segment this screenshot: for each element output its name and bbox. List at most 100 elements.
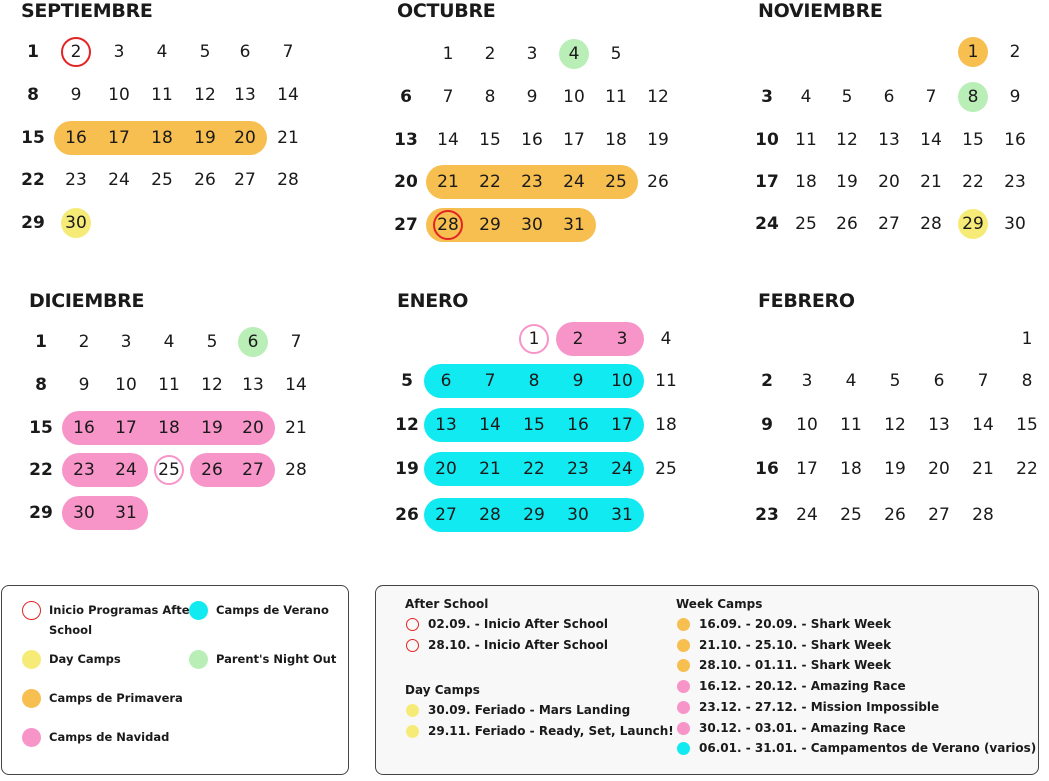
day-number: 16 (567, 415, 589, 435)
day-number: 25 (655, 459, 677, 479)
day-number: 11 (840, 415, 862, 435)
day-number: 23 (567, 459, 589, 479)
event-range-highlight (62, 411, 275, 445)
day-number: 11 (795, 130, 817, 150)
day-number: 18 (840, 459, 862, 479)
legend-marker-icon (22, 601, 41, 620)
day-number: 6 (247, 332, 259, 352)
event-day-ring (154, 455, 184, 485)
day-number: 1 (27, 42, 39, 62)
day-number: 26 (194, 170, 216, 190)
day-number: 27 (242, 460, 264, 480)
day-number: 14 (920, 130, 942, 150)
day-number: 10 (755, 130, 779, 150)
event-marker-icon (677, 700, 690, 714)
day-number: 28 (285, 460, 307, 480)
day-number: 11 (158, 375, 180, 395)
day-number: 14 (285, 375, 307, 395)
legend-marker-icon (189, 601, 208, 620)
day-number: 8 (27, 85, 39, 105)
day-number: 9 (78, 375, 90, 395)
day-number: 21 (972, 459, 994, 479)
day-number: 29 (21, 213, 45, 233)
day-number: 22 (962, 172, 984, 192)
day-number: 24 (611, 459, 633, 479)
day-number: 9 (761, 415, 773, 435)
day-number: 7 (290, 332, 302, 352)
day-number: 25 (605, 172, 627, 192)
day-number: 14 (972, 415, 994, 435)
day-number: 19 (884, 459, 906, 479)
day-number: 21 (277, 128, 299, 148)
day-number: 4 (568, 44, 580, 64)
day-number: 29 (962, 214, 984, 234)
events-section-title: Day Camps (405, 683, 480, 697)
day-number: 22 (523, 459, 545, 479)
month-title: OCTUBRE (397, 0, 496, 22)
day-number: 3 (761, 87, 773, 107)
day-number: 19 (836, 172, 858, 192)
event-range-highlight (424, 452, 644, 486)
day-number: 1 (1021, 329, 1033, 349)
event-range-highlight (190, 453, 275, 487)
day-number: 29 (479, 215, 501, 235)
day-number: 5 (610, 44, 622, 64)
day-number: 30 (567, 505, 589, 525)
day-number: 3 (526, 44, 538, 64)
day-number: 27 (234, 170, 256, 190)
day-number: 7 (484, 371, 496, 391)
event-day-ring (519, 324, 549, 354)
day-number: 21 (285, 418, 307, 438)
day-number: 30 (65, 213, 87, 233)
day-number: 26 (884, 505, 906, 525)
day-number: 5 (199, 42, 211, 62)
legend-label: Inicio Programas After School (49, 603, 196, 637)
day-number: 3 (113, 42, 125, 62)
legend-marker-icon (22, 689, 41, 708)
day-number: 24 (563, 172, 585, 192)
day-number: 17 (611, 415, 633, 435)
day-number: 12 (647, 87, 669, 107)
day-number: 13 (394, 130, 418, 150)
legend-marker-icon (22, 728, 41, 747)
event-entry: 28.10. - Inicio After School (428, 637, 608, 652)
day-number: 7 (282, 42, 294, 62)
event-marker-icon (406, 724, 419, 738)
day-number: 7 (977, 371, 989, 391)
event-entry: 02.09. - Inicio After School (428, 617, 608, 631)
day-number: 26 (647, 172, 669, 192)
day-number: 2 (484, 44, 496, 64)
day-number: 30 (521, 215, 543, 235)
day-number: 8 (967, 87, 979, 107)
events-box: After School 02.09. - Inicio After School… (375, 585, 1039, 775)
day-number: 15 (29, 418, 53, 438)
event-marker-icon (677, 659, 690, 673)
day-number: 28 (479, 505, 501, 525)
day-number: 28 (972, 505, 994, 525)
day-number: 24 (796, 505, 818, 525)
day-number: 23 (73, 460, 95, 480)
day-number: 31 (115, 503, 137, 523)
event-marker-icon (677, 638, 690, 652)
day-number: 20 (928, 459, 950, 479)
day-number: 5 (401, 371, 413, 391)
event-day-dot (61, 208, 91, 238)
legend-label: Parent's Night Out (216, 652, 337, 666)
day-number: 20 (394, 172, 418, 192)
day-number: 26 (395, 505, 419, 525)
event-entry: 30.09. Feriado - Mars Landing (428, 703, 631, 717)
day-number: 28 (920, 214, 942, 234)
day-number: 16 (755, 459, 779, 479)
day-number: 26 (836, 214, 858, 234)
day-number: 20 (435, 459, 457, 479)
day-number: 6 (400, 87, 412, 107)
day-number: 5 (889, 371, 901, 391)
legend-label: Camps de Verano (216, 603, 329, 617)
day-number: 3 (120, 332, 132, 352)
event-day-dot (238, 327, 268, 357)
day-number: 30 (1004, 214, 1026, 234)
event-range-highlight (62, 453, 148, 487)
events-section-title: After School (405, 597, 489, 611)
day-number: 4 (800, 87, 812, 107)
